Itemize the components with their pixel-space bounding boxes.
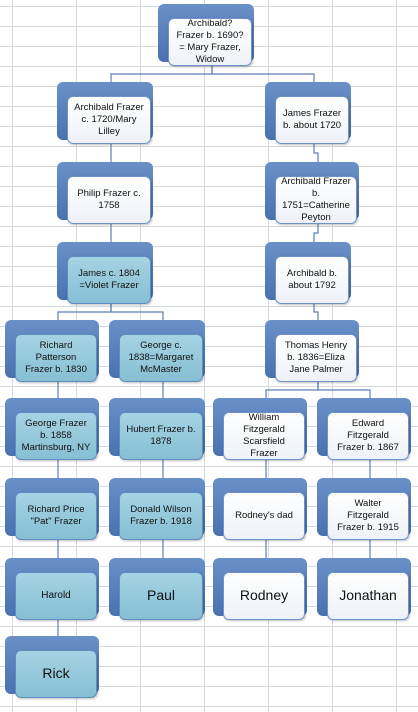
person-node-paul: Paul <box>109 558 217 634</box>
person-label: Archibald Frazer c. 1720/Mary Lilley <box>67 96 151 144</box>
person-node-richard-patterson: Richard Patterson Frazer b. 1830 <box>5 320 111 396</box>
person-node-william: William Fitzgerald Scarsfield Frazer <box>213 398 319 474</box>
person-label: Archibald Frazer b. 1751=Catherine Peyto… <box>275 176 357 224</box>
connector-line-archibald-1690-to-james-1720 <box>211 66 315 82</box>
person-node-edward: Edward Fitzgerald Frazer b. 1867 <box>317 398 418 474</box>
person-node-harold: Harold <box>5 558 111 634</box>
person-node-richard-price: Richard Price "Pat" Frazer <box>5 478 111 554</box>
connector-line-thomas-henry-to-edward <box>317 382 371 398</box>
person-label: Philip Frazer c. 1758 <box>67 176 151 224</box>
person-label: William Fitzgerald Scarsfield Frazer <box>223 412 305 460</box>
person-node-archibald-1690: Archibald? Frazer b. 1690? = Mary Frazer… <box>158 4 266 80</box>
person-label: George Frazer b. 1858 Martinsburg, NY <box>15 412 97 460</box>
connector-line-james-1804-to-george-1838 <box>110 304 164 320</box>
person-node-rodney: Rodney <box>213 558 319 634</box>
person-label: James c. 1804 =Violet Frazer <box>67 256 151 304</box>
person-label: Archibald? Frazer b. 1690? = Mary Frazer… <box>168 18 252 66</box>
person-label: Richard Patterson Frazer b. 1830 <box>15 334 97 382</box>
person-node-hubert: Hubert Frazer b. 1878 <box>109 398 217 474</box>
person-label: James Frazer b. about 1720 <box>275 96 349 144</box>
person-label: George c. 1838=Margaret McMaster <box>119 334 203 382</box>
person-label: Archibald b. about 1792 <box>275 256 349 304</box>
person-node-walter: Walter Fitzgerald Frazer b. 1915 <box>317 478 418 554</box>
person-label: Donald Wilson Frazer b. 1918 <box>119 492 203 540</box>
person-node-james-1720: James Frazer b. about 1720 <box>265 82 363 158</box>
person-label: Richard Price "Pat" Frazer <box>15 492 97 540</box>
person-label: Harold <box>15 572 97 620</box>
person-label: Walter Fitzgerald Frazer b. 1915 <box>327 492 409 540</box>
person-node-thomas-henry: Thomas Henry b. 1836=Eliza Jane Palmer <box>265 320 371 396</box>
connector-line-james-1720-to-archibald-1751 <box>313 144 319 162</box>
person-node-george-1858: George Frazer b. 1858 Martinsburg, NY <box>5 398 111 474</box>
person-label: Rodney <box>223 572 305 620</box>
person-node-james-1804: James c. 1804 =Violet Frazer <box>57 242 165 318</box>
person-label: Rodney's dad <box>223 492 305 540</box>
person-node-jonathan: Jonathan <box>317 558 418 634</box>
person-label: Jonathan <box>327 572 409 620</box>
person-node-archibald-1751: Archibald Frazer b. 1751=Catherine Peyto… <box>265 162 371 238</box>
person-node-rodneys-dad: Rodney's dad <box>213 478 319 554</box>
person-node-george-1838: George c. 1838=Margaret McMaster <box>109 320 217 396</box>
person-label: Edward Fitzgerald Frazer b. 1867 <box>327 412 409 460</box>
person-label: Rick <box>15 650 97 698</box>
person-node-donald: Donald Wilson Frazer b. 1918 <box>109 478 217 554</box>
person-label: Thomas Henry b. 1836=Eliza Jane Palmer <box>275 334 357 382</box>
person-label: Paul <box>119 572 203 620</box>
person-label: Hubert Frazer b. 1878 <box>119 412 203 460</box>
person-node-philip: Philip Frazer c. 1758 <box>57 162 165 238</box>
person-node-archibald-1720: Archibald Frazer c. 1720/Mary Lilley <box>57 82 165 158</box>
connector-line-archibald-1751-to-archibald-1792 <box>313 224 319 242</box>
person-node-rick: Rick <box>5 636 111 712</box>
connector-line-archibald-1792-to-thomas-henry <box>313 304 319 320</box>
person-node-archibald-1792: Archibald b. about 1792 <box>265 242 363 318</box>
